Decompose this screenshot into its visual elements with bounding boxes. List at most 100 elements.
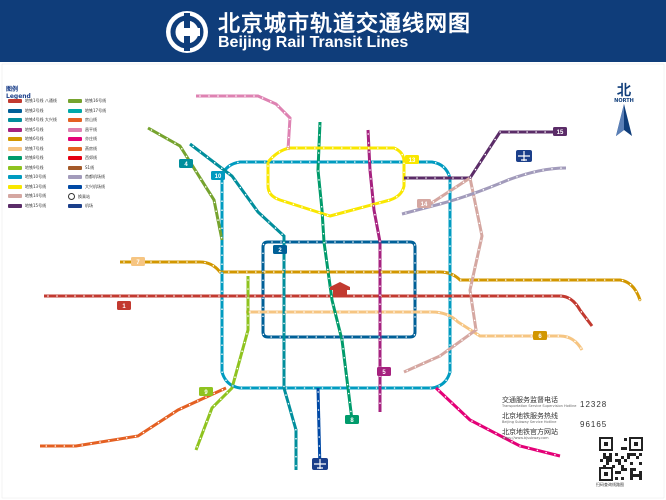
station-marker[interactable] xyxy=(220,388,224,392)
station-marker[interactable] xyxy=(167,260,171,264)
station-marker[interactable] xyxy=(305,335,309,339)
station-marker[interactable] xyxy=(463,413,467,417)
station-marker[interactable] xyxy=(448,352,452,356)
station-marker[interactable] xyxy=(378,239,382,243)
station-marker[interactable] xyxy=(289,410,293,414)
station-marker[interactable] xyxy=(307,294,311,298)
station-marker[interactable] xyxy=(439,195,443,199)
station-marker[interactable] xyxy=(470,301,474,305)
station-marker[interactable] xyxy=(290,270,294,274)
station-marker[interactable] xyxy=(217,294,221,298)
station-marker[interactable] xyxy=(282,276,286,280)
station-marker[interactable] xyxy=(127,294,131,298)
station-marker[interactable] xyxy=(507,178,510,182)
station-marker[interactable] xyxy=(226,294,230,298)
station-marker[interactable] xyxy=(263,160,267,164)
station-marker[interactable] xyxy=(384,386,387,390)
station-marker[interactable] xyxy=(220,289,224,293)
station-marker[interactable] xyxy=(424,176,428,180)
station-marker[interactable] xyxy=(444,395,447,399)
station-marker[interactable] xyxy=(406,294,410,298)
station-marker[interactable] xyxy=(396,240,400,244)
station-marker[interactable] xyxy=(218,270,222,274)
qr-code-icon[interactable] xyxy=(598,436,644,482)
station-marker[interactable] xyxy=(585,278,589,282)
station-marker[interactable] xyxy=(225,94,229,98)
station-marker[interactable] xyxy=(389,160,393,164)
station-marker[interactable] xyxy=(199,177,203,181)
station-marker[interactable] xyxy=(389,270,393,274)
station-marker[interactable] xyxy=(580,310,583,314)
station-marker[interactable] xyxy=(332,335,336,339)
station-marker[interactable] xyxy=(448,307,452,311)
station-marker[interactable] xyxy=(220,217,224,221)
station-marker[interactable] xyxy=(236,270,240,274)
station-marker[interactable] xyxy=(282,285,286,289)
station-marker[interactable] xyxy=(212,404,216,408)
station-marker[interactable] xyxy=(294,455,298,459)
station-marker[interactable] xyxy=(534,130,538,134)
station-marker[interactable] xyxy=(437,389,441,393)
station-marker[interactable] xyxy=(342,240,346,244)
station-marker[interactable] xyxy=(317,211,321,214)
station-marker[interactable] xyxy=(289,294,293,298)
station-marker[interactable] xyxy=(476,213,480,216)
station-marker[interactable] xyxy=(287,136,291,139)
station-marker[interactable] xyxy=(254,160,258,164)
station-marker[interactable] xyxy=(282,321,286,325)
station-marker[interactable] xyxy=(362,160,366,164)
station-marker[interactable] xyxy=(388,294,392,298)
station-marker[interactable] xyxy=(199,294,203,298)
station-marker[interactable] xyxy=(308,270,312,274)
station-marker[interactable] xyxy=(220,236,223,240)
station-marker[interactable] xyxy=(343,365,347,369)
station-marker[interactable] xyxy=(481,188,485,192)
station-marker[interactable] xyxy=(73,294,77,298)
station-marker[interactable] xyxy=(510,440,514,444)
station-marker[interactable] xyxy=(317,435,321,439)
station-marker[interactable] xyxy=(270,240,274,244)
station-marker[interactable] xyxy=(559,294,563,298)
station-marker[interactable] xyxy=(243,341,246,344)
station-marker[interactable] xyxy=(369,177,373,181)
station-marker[interactable] xyxy=(46,294,50,298)
station-marker[interactable] xyxy=(150,128,153,132)
station-marker[interactable] xyxy=(477,248,481,252)
station-marker[interactable] xyxy=(349,409,353,413)
station-marker[interactable] xyxy=(413,261,417,265)
station-marker[interactable] xyxy=(320,214,324,218)
station-marker[interactable] xyxy=(437,311,441,314)
station-marker[interactable] xyxy=(107,439,111,443)
station-marker[interactable] xyxy=(312,386,315,390)
station-marker[interactable] xyxy=(249,386,252,390)
station-marker[interactable] xyxy=(366,386,369,390)
station-marker[interactable] xyxy=(164,416,168,420)
station-marker[interactable] xyxy=(367,150,371,154)
station-marker[interactable] xyxy=(317,426,321,430)
station-marker[interactable] xyxy=(343,210,347,214)
station-marker[interactable] xyxy=(404,211,408,215)
station-marker[interactable] xyxy=(378,356,382,360)
station-marker[interactable] xyxy=(62,444,66,448)
station-marker[interactable] xyxy=(282,348,286,352)
station-marker[interactable] xyxy=(407,270,411,274)
station-marker[interactable] xyxy=(304,146,308,150)
station-marker[interactable] xyxy=(465,194,468,198)
station-marker[interactable] xyxy=(116,437,120,441)
station-marker[interactable] xyxy=(456,197,460,201)
station-marker[interactable] xyxy=(206,155,209,159)
station-marker[interactable] xyxy=(233,178,237,182)
station-marker[interactable] xyxy=(275,310,279,314)
station-marker[interactable] xyxy=(486,278,490,282)
station-marker[interactable] xyxy=(295,146,299,150)
station-marker[interactable] xyxy=(321,223,325,227)
station-marker[interactable] xyxy=(294,446,298,450)
station-marker[interactable] xyxy=(282,384,286,388)
station-marker[interactable] xyxy=(513,278,517,282)
station-marker[interactable] xyxy=(498,130,502,134)
station-marker[interactable] xyxy=(451,294,455,298)
station-marker[interactable] xyxy=(511,334,515,338)
station-marker[interactable] xyxy=(524,172,528,176)
station-marker[interactable] xyxy=(369,240,373,244)
station-marker[interactable] xyxy=(550,167,554,171)
